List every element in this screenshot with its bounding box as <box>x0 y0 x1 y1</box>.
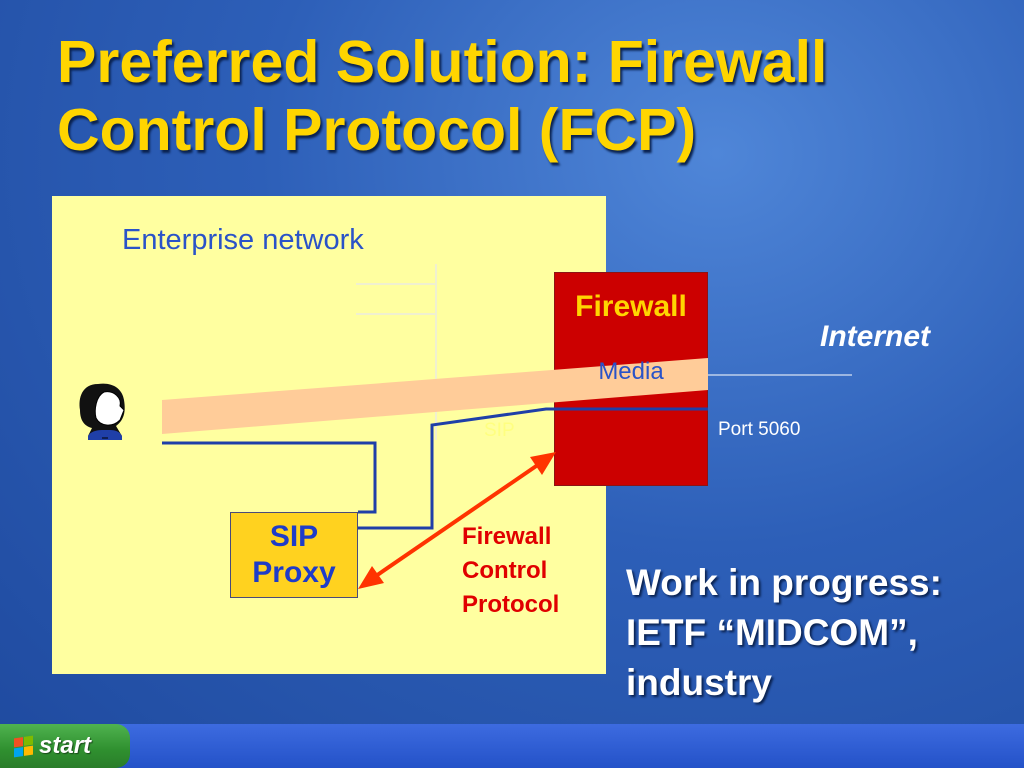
windows-flag-icon <box>14 735 33 757</box>
sip-proxy-line-1: SIP <box>269 520 319 553</box>
firewall-control-protocol-label: Firewall Control Protocol <box>462 520 559 622</box>
note-line-1: Work in progress: <box>626 562 942 603</box>
fcp-arrow <box>368 458 547 582</box>
fcp-line-2: Control <box>462 557 548 584</box>
sip-proxy-box: SIP Proxy <box>230 512 358 598</box>
sip-label: SIP <box>484 420 515 441</box>
enterprise-network-label: Enterprise network <box>122 224 364 256</box>
note-line-2: IETF “MIDCOM”, <box>626 612 918 653</box>
user-person-icon <box>79 383 125 440</box>
work-in-progress-note: Work in progress: IETF “MIDCOM”, industr… <box>626 558 1021 708</box>
taskbar <box>0 724 1024 768</box>
sip-proxy-line-2: Proxy <box>252 556 336 589</box>
title-line-2: Control Protocol (FCP) <box>57 97 697 163</box>
firewall-label: Firewall <box>575 290 687 323</box>
media-label: Media <box>598 358 664 385</box>
fcp-arrowhead-end <box>530 452 556 475</box>
start-button[interactable]: start <box>0 724 130 768</box>
fcp-arrowhead-start <box>358 566 384 589</box>
fcp-line-3: Protocol <box>462 591 560 618</box>
slide-title: Preferred Solution: Firewall Control Pro… <box>57 28 977 164</box>
note-line-3: industry <box>626 662 772 703</box>
port-5060-label: Port 5060 <box>718 419 801 440</box>
media-band <box>162 358 708 434</box>
sip-path-user-to-proxy <box>162 441 377 514</box>
sip-path-proxy-to-firewall <box>358 407 708 530</box>
fcp-line-1: Firewall <box>462 523 552 550</box>
internet-label: Internet <box>820 320 931 353</box>
title-line-1: Preferred Solution: Firewall <box>57 29 828 95</box>
start-label: start <box>39 732 92 759</box>
